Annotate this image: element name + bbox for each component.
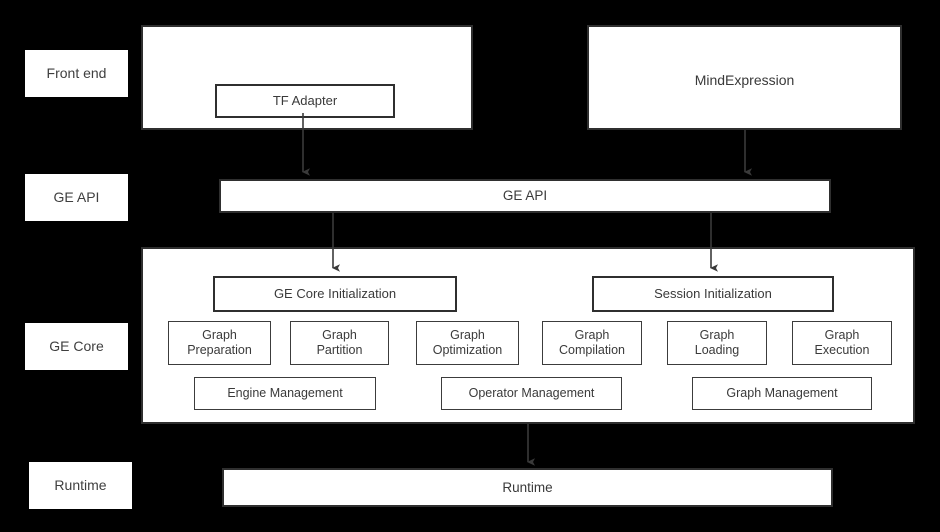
ge-core-initialization-box[interactable]: GE Core Initialization xyxy=(213,276,457,312)
ge-api-bar-label: GE API xyxy=(502,188,548,204)
session-initialization-label: Session Initialization xyxy=(654,286,772,302)
lane-label-front-end-text: Front end xyxy=(46,65,107,82)
graph-execution-label: Graph Execution xyxy=(814,328,870,357)
mindexpression-panel[interactable]: MindExpression xyxy=(587,25,902,130)
runtime-bar-label: Runtime xyxy=(502,479,553,495)
graph-execution-box[interactable]: Graph Execution xyxy=(792,321,892,365)
tensorflow-panel[interactable]: Tensorflow TF Adapter xyxy=(141,25,473,130)
lane-label-ge-core: GE Core xyxy=(25,323,128,370)
graph-optimization-label: Graph Optimization xyxy=(432,328,503,357)
ge-api-bar[interactable]: GE API xyxy=(219,179,831,213)
engine-management-box[interactable]: Engine Management xyxy=(194,377,376,410)
graph-partition-label: Graph Partition xyxy=(316,328,363,357)
graph-partition-box[interactable]: Graph Partition xyxy=(290,321,389,365)
runtime-bar[interactable]: Runtime xyxy=(222,468,833,507)
operator-management-box[interactable]: Operator Management xyxy=(441,377,622,410)
graph-loading-box[interactable]: Graph Loading xyxy=(667,321,767,365)
session-initialization-box[interactable]: Session Initialization xyxy=(592,276,834,312)
lane-label-front-end: Front end xyxy=(25,50,128,97)
graph-management-label: Graph Management xyxy=(726,386,838,401)
mindexpression-panel-title: MindExpression xyxy=(694,72,795,88)
lane-label-runtime-text: Runtime xyxy=(54,477,107,494)
ge-core-initialization-label: GE Core Initialization xyxy=(273,286,397,302)
graph-compilation-label: Graph Compilation xyxy=(558,328,625,357)
operator-management-label: Operator Management xyxy=(468,386,595,401)
ge-core-panel[interactable]: GE Core Initialization Session Initializ… xyxy=(141,247,915,424)
tf-adapter-label: TF Adapter xyxy=(272,93,338,109)
graph-preparation-box[interactable]: Graph Preparation xyxy=(168,321,271,365)
graph-loading-label: Graph Loading xyxy=(694,328,740,357)
lane-label-ge-api: GE API xyxy=(25,174,128,221)
lane-label-runtime: Runtime xyxy=(29,462,132,509)
lane-label-ge-core-text: GE Core xyxy=(49,338,104,355)
engine-management-label: Engine Management xyxy=(227,386,343,401)
tf-adapter-box[interactable]: TF Adapter xyxy=(215,84,395,118)
lane-label-ge-api-text: GE API xyxy=(53,189,100,206)
graph-preparation-label: Graph Preparation xyxy=(187,328,252,357)
graph-management-box[interactable]: Graph Management xyxy=(692,377,872,410)
graph-compilation-box[interactable]: Graph Compilation xyxy=(542,321,642,365)
graph-optimization-box[interactable]: Graph Optimization xyxy=(416,321,519,365)
